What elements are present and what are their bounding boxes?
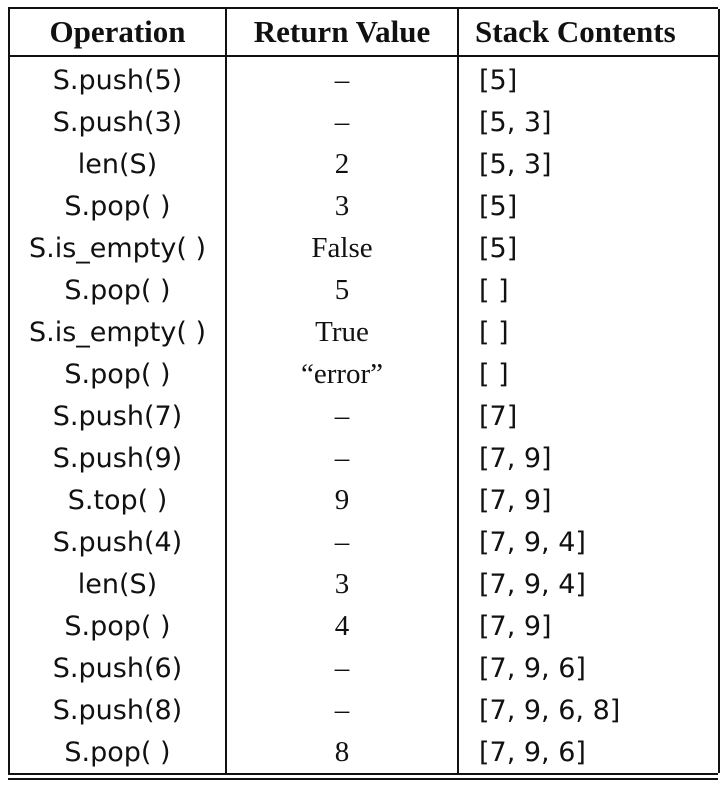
return-value-cell: 2 xyxy=(225,143,458,185)
stack-contents-cell: [7, 9, 4] xyxy=(457,521,720,563)
return-value-cell: – xyxy=(225,395,458,437)
return-value-cell: False xyxy=(225,227,458,269)
stack-contents-cell: [5, 3] xyxy=(457,101,720,143)
return-value-cell: – xyxy=(225,689,458,731)
operation-cell: S.pop( ) xyxy=(8,353,226,395)
return-value-cell: 3 xyxy=(225,563,458,605)
operation-cell: S.push(9) xyxy=(8,437,226,479)
operation-cell: S.pop( ) xyxy=(8,605,226,647)
table-row: S.pop( )8[7, 9, 6] xyxy=(8,731,720,773)
table-row: S.push(7)–[7] xyxy=(8,395,720,437)
table-row: S.is_empty( )False[5] xyxy=(8,227,720,269)
return-value-cell: 3 xyxy=(225,185,458,227)
table-row: S.pop( )5[ ] xyxy=(8,269,720,311)
stack-contents-cell: [5] xyxy=(457,56,720,101)
return-value-cell: 9 xyxy=(225,479,458,521)
stack-contents-cell: [5] xyxy=(457,227,720,269)
table-row: S.pop( )4[7, 9] xyxy=(8,605,720,647)
operation-cell: S.top( ) xyxy=(8,479,226,521)
bottom-rule-2 xyxy=(8,778,718,780)
table-row: len(S)3[7, 9, 4] xyxy=(8,563,720,605)
table-row: len(S)2[5, 3] xyxy=(8,143,720,185)
stack-contents-cell: [7] xyxy=(457,395,720,437)
operation-cell: S.push(4) xyxy=(8,521,226,563)
operation-cell: S.push(5) xyxy=(8,56,226,101)
header-return-value: Return Value xyxy=(225,9,458,56)
operation-cell: S.push(6) xyxy=(8,647,226,689)
operation-cell: len(S) xyxy=(8,143,226,185)
table-body: S.push(5)–[5]S.push(3)–[5, 3]len(S)2[5, … xyxy=(8,56,720,773)
stack-contents-cell: [5, 3] xyxy=(457,143,720,185)
stack-contents-cell: [7, 9] xyxy=(457,605,720,647)
table-row: S.pop( )“error”[ ] xyxy=(8,353,720,395)
operation-cell: len(S) xyxy=(8,563,226,605)
return-value-cell: 4 xyxy=(225,605,458,647)
return-value-cell: – xyxy=(225,56,458,101)
operation-cell: S.push(7) xyxy=(8,395,226,437)
table-row: S.push(8)–[7, 9, 6, 8] xyxy=(8,689,720,731)
header-operation: Operation xyxy=(8,9,226,56)
return-value-cell: – xyxy=(225,437,458,479)
table-row: S.push(3)–[5, 3] xyxy=(8,101,720,143)
return-value-cell: “error” xyxy=(225,353,458,395)
stack-contents-cell: [7, 9, 6, 8] xyxy=(457,689,720,731)
stack-operations-table: Operation Return Value Stack Contents S.… xyxy=(8,9,720,773)
operation-cell: S.push(8) xyxy=(8,689,226,731)
table-row: S.push(6)–[7, 9, 6] xyxy=(8,647,720,689)
table-row: S.push(4)–[7, 9, 4] xyxy=(8,521,720,563)
stack-contents-cell: [ ] xyxy=(457,353,720,395)
return-value-cell: 8 xyxy=(225,731,458,773)
header-stack-contents: Stack Contents xyxy=(457,9,720,56)
stack-contents-cell: [7, 9] xyxy=(457,479,720,521)
return-value-cell: True xyxy=(225,311,458,353)
operation-cell: S.push(3) xyxy=(8,101,226,143)
stack-contents-cell: [ ] xyxy=(457,269,720,311)
stack-contents-cell: [7, 9, 6] xyxy=(457,731,720,773)
operation-cell: S.pop( ) xyxy=(8,731,226,773)
stack-contents-cell: [7, 9, 4] xyxy=(457,563,720,605)
stack-contents-cell: [7, 9] xyxy=(457,437,720,479)
operation-cell: S.is_empty( ) xyxy=(8,311,226,353)
stack-contents-cell: [7, 9, 6] xyxy=(457,647,720,689)
operation-cell: S.pop( ) xyxy=(8,269,226,311)
stack-contents-cell: [5] xyxy=(457,185,720,227)
table-row: S.pop( )3[5] xyxy=(8,185,720,227)
table-row: S.top( )9[7, 9] xyxy=(8,479,720,521)
bottom-rule-1 xyxy=(8,773,718,775)
header-row: Operation Return Value Stack Contents xyxy=(8,9,720,56)
operation-cell: S.is_empty( ) xyxy=(8,227,226,269)
table-row: S.push(5)–[5] xyxy=(8,56,720,101)
stack-contents-cell: [ ] xyxy=(457,311,720,353)
table-row: S.push(9)–[7, 9] xyxy=(8,437,720,479)
operation-cell: S.pop( ) xyxy=(8,185,226,227)
return-value-cell: – xyxy=(225,647,458,689)
top-rule xyxy=(8,7,718,9)
return-value-cell: – xyxy=(225,521,458,563)
stack-operations-table-frame: Operation Return Value Stack Contents S.… xyxy=(8,7,720,780)
return-value-cell: – xyxy=(225,101,458,143)
table-row: S.is_empty( )True[ ] xyxy=(8,311,720,353)
return-value-cell: 5 xyxy=(225,269,458,311)
